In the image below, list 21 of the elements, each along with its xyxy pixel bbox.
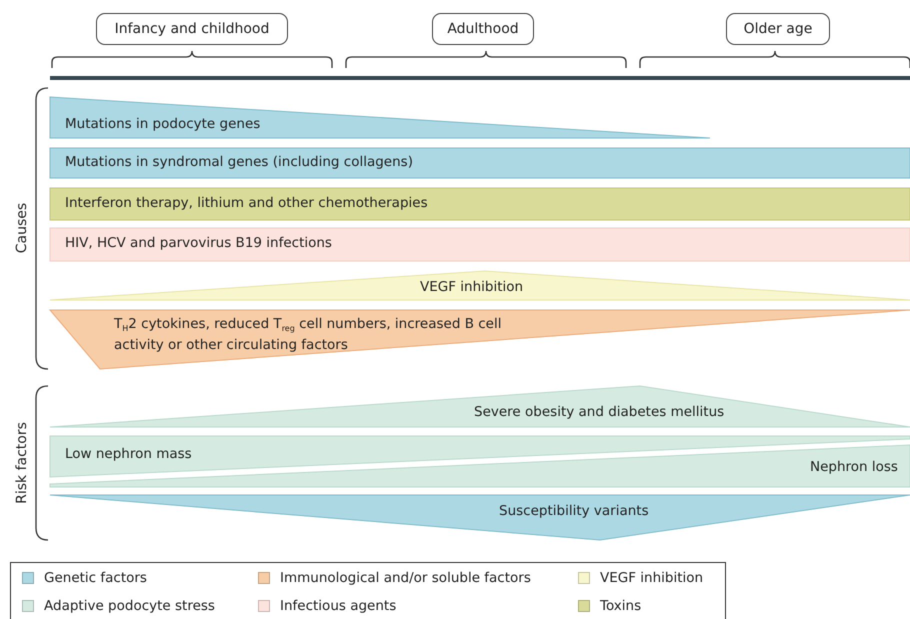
band-label: Interferon therapy, lithium and other chemotherapies (65, 195, 428, 212)
age-box: Infancy and childhood (96, 13, 288, 45)
band-label: VEGF inhibition (420, 279, 524, 296)
legend-label: VEGF inhibition (600, 569, 704, 587)
band-label: T$_{H}$2 cytokines, reduced T$_{reg}$ cell numbers, increased B cell activity or other circulating factors (114, 316, 502, 354)
band-label: Nephron loss (810, 459, 898, 476)
band-label: Susceptibility variants (499, 503, 649, 520)
band-label: Low nephron mass (65, 446, 192, 463)
section-label: Risk factors (14, 422, 30, 504)
legend-label: Adaptive podocyte stress (44, 597, 215, 615)
band-label: Mutations in syndromal genes (including collagens) (65, 154, 413, 171)
age-box: Older age (726, 13, 830, 45)
band-label: Mutations in podocyte genes (65, 116, 260, 133)
legend-label: Genetic factors (44, 569, 147, 587)
band-label: Severe obesity and diabetes mellitus (474, 404, 724, 421)
section-label: Causes (14, 202, 30, 254)
band-label: HIV, HCV and parvovirus B19 infections (65, 235, 332, 252)
age-box: Adulthood (432, 13, 534, 45)
legend-label: Immunological and/or soluble factors (280, 569, 531, 587)
legend-label: Infectious agents (280, 597, 396, 615)
legend-label: Toxins (600, 597, 642, 615)
